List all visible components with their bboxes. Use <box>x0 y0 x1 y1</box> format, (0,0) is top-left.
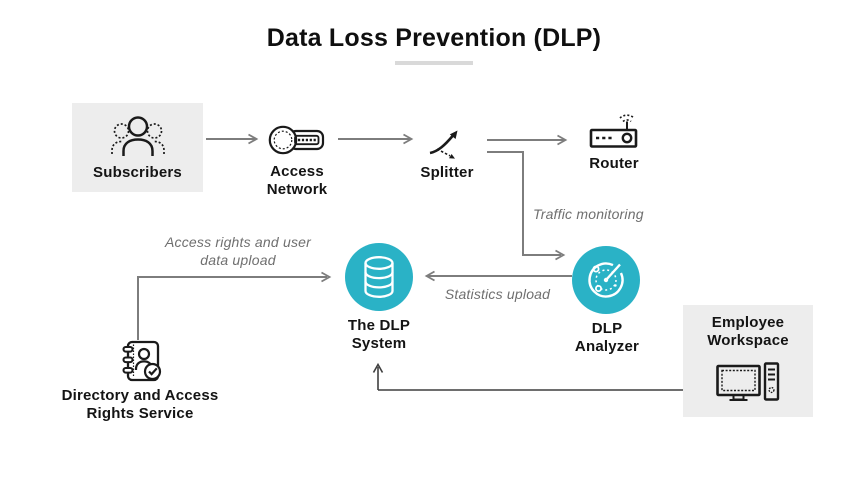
database-icon <box>364 256 394 298</box>
edge-label-statistics-upload: Statistics upload <box>444 286 551 302</box>
desktop-computer-icon <box>716 362 780 401</box>
radar-gauge-icon <box>588 262 624 298</box>
page-title: Data Loss Prevention (DLP) <box>266 24 602 52</box>
router-icon <box>589 114 638 148</box>
node-employee-workspace: Employee Workspace <box>683 305 813 417</box>
node-label-subscribers: Subscribers <box>93 164 182 181</box>
node-dlp-analyzer <box>572 246 640 314</box>
node-label-access-network: Access Network <box>266 163 328 198</box>
node-label-directory-service: Directory and Access Rights Service <box>61 387 219 422</box>
contact-book-check-icon <box>122 340 162 382</box>
edge-label-access-rights-upload: Access rights and user data upload <box>164 234 312 269</box>
edge-label-traffic-monitoring: Traffic monitoring <box>533 206 644 222</box>
title-underline <box>395 61 473 65</box>
subscribers-group-icon <box>111 116 165 156</box>
node-label-router: Router <box>589 155 639 172</box>
node-label-splitter: Splitter <box>420 164 474 181</box>
key-fob-icon <box>268 125 325 155</box>
splitter-arrows-icon <box>429 130 458 159</box>
node-label-dlp-system: The DLP System <box>347 317 411 352</box>
node-label-dlp-analyzer: DLP Analyzer <box>574 320 640 355</box>
node-dlp-system <box>345 243 413 311</box>
node-subscribers: Subscribers <box>72 103 203 192</box>
node-label-employee-workspace: Employee Workspace <box>707 314 789 349</box>
